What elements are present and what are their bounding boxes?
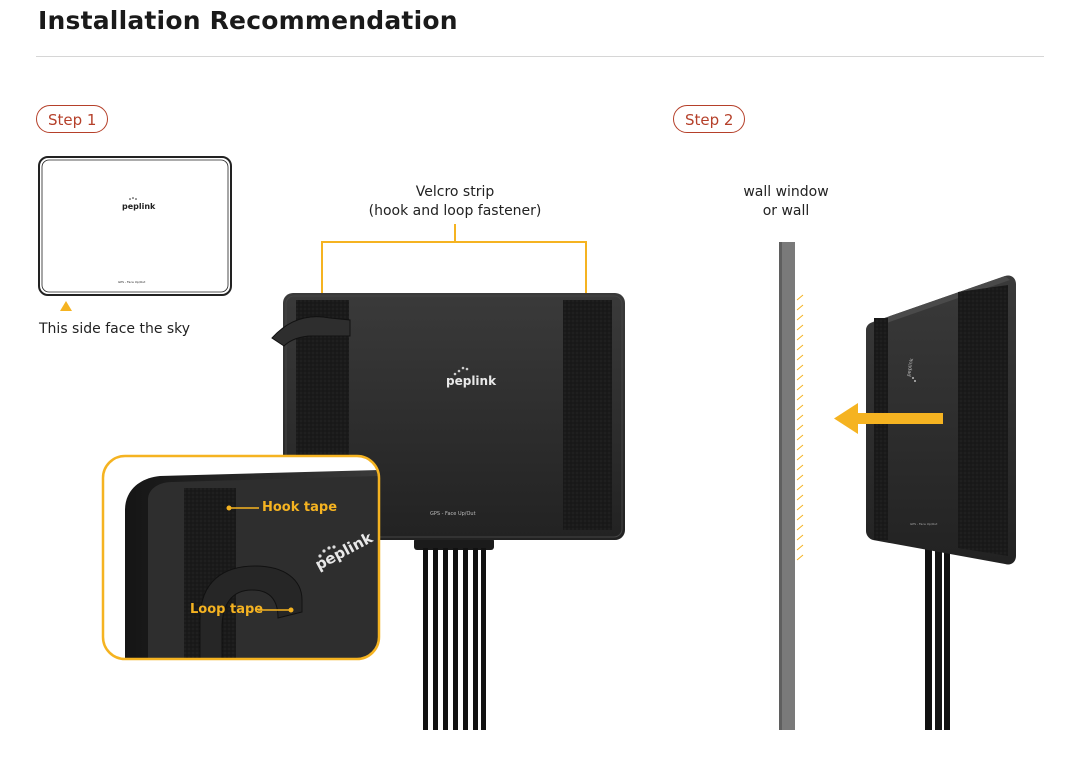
loop-tape-label: Loop tape <box>190 602 264 617</box>
step1-badge: Step 1 <box>36 105 109 133</box>
velcro-subtitle: (hook and loop fastener) <box>368 203 542 219</box>
loop-tape-zoom <box>199 565 303 659</box>
step2-device-bottom-text: GPS - Face Up/Out <box>910 522 938 526</box>
attach-direction-arrow <box>834 403 943 434</box>
step1-device-logo: peplink <box>122 202 156 211</box>
wall-illustration <box>779 242 804 730</box>
wall-label-line2: or wall <box>762 203 810 219</box>
sky-indicator-arrow <box>60 301 72 311</box>
velcro-bracket-line <box>321 241 587 296</box>
main-device-cables <box>414 538 494 730</box>
main-device-bottom-text: GPS - Face Up/Out <box>430 511 476 517</box>
step1-device-bottom-text: GPS - Face Up/Out <box>118 280 146 284</box>
title-divider <box>36 56 1044 57</box>
step1-sky-caption: This side face the sky <box>39 321 191 337</box>
wall-label-line1: wall window <box>743 184 829 200</box>
velcro-strip-right <box>563 300 612 530</box>
velcro-title: Velcro strip <box>415 184 495 200</box>
step2-badge: Step 2 <box>673 105 746 133</box>
zoom-inset <box>101 454 381 661</box>
wall-label: wall window or wall <box>726 183 846 221</box>
velcro-label: Velcro strip (hook and loop fastener) <box>355 183 555 221</box>
page-title: Installation Recommendation <box>38 6 458 35</box>
velcro-peeled-flap <box>271 316 351 347</box>
main-device-logo: peplink <box>446 374 497 388</box>
step2-device <box>866 275 1016 730</box>
step1-device-outline <box>38 156 232 296</box>
hook-tape-label: Hook tape <box>262 500 338 515</box>
